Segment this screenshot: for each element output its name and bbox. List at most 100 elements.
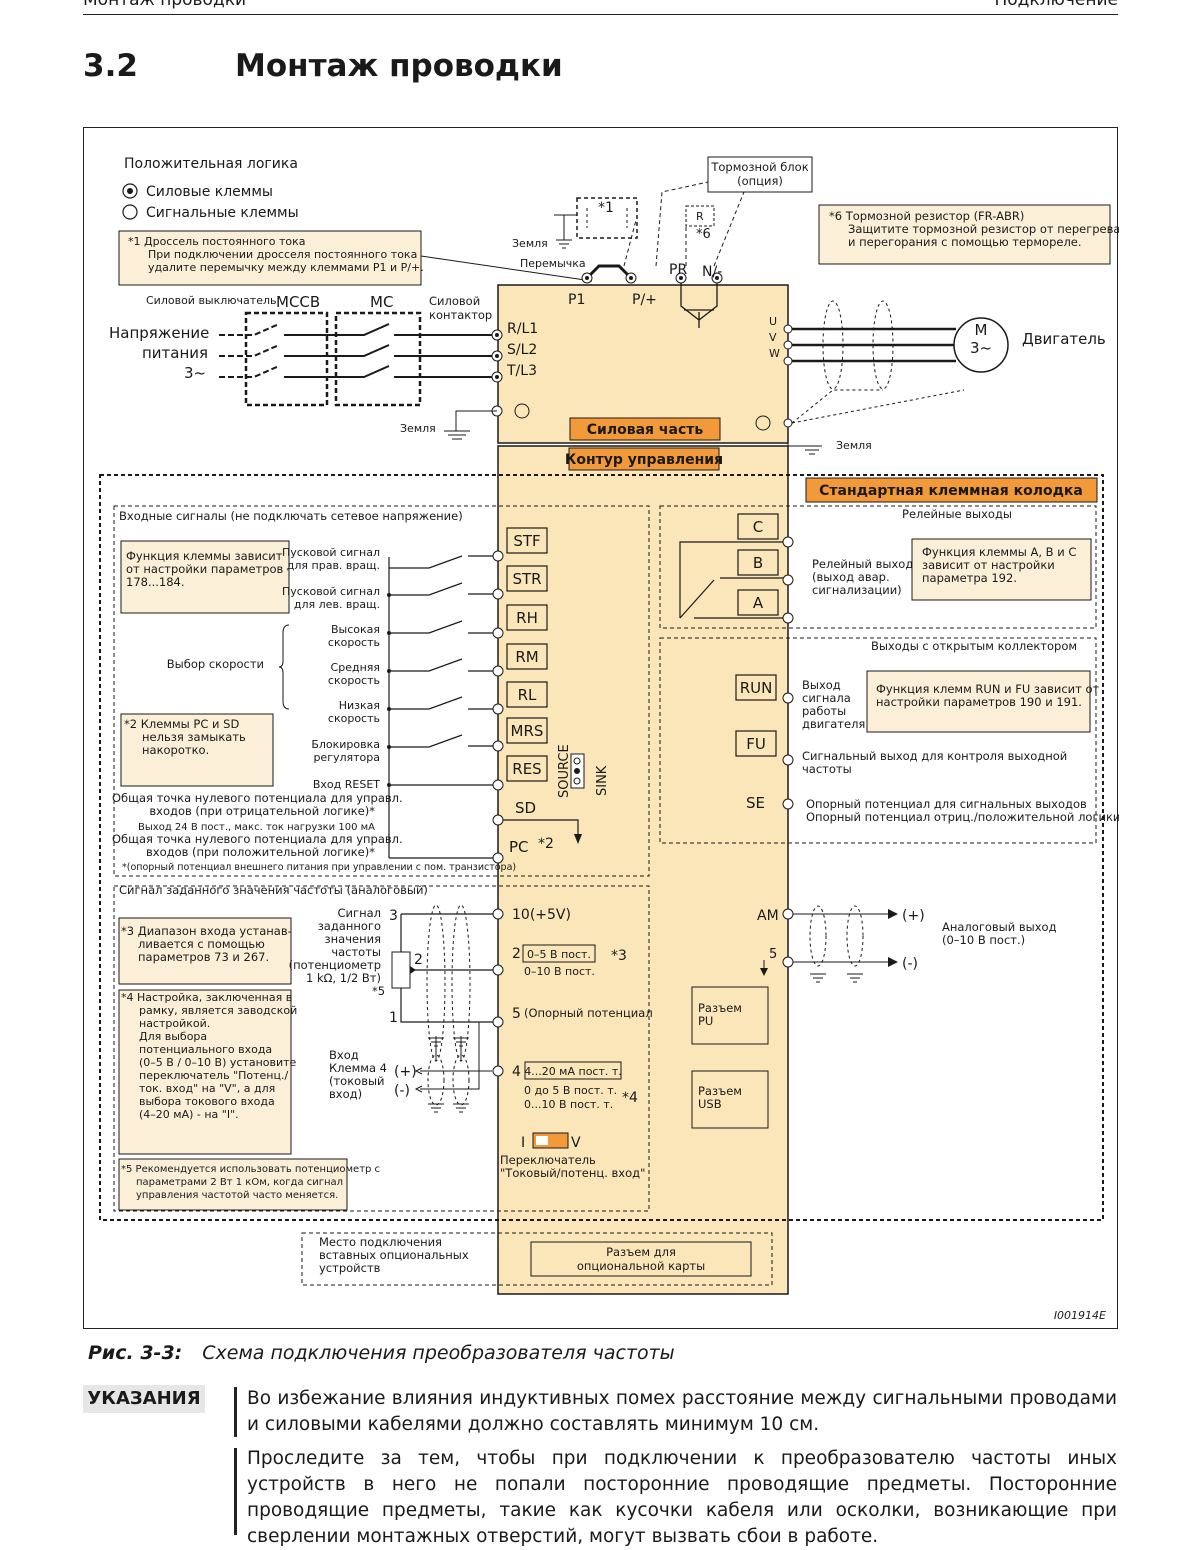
star5-label: *5: [372, 984, 385, 998]
setpoint-line5: (потенциометр: [289, 958, 381, 972]
start-fwd-line2: для прав. вращ.: [287, 559, 380, 572]
note1-line1: *1 Дроссель постоянного тока: [128, 235, 306, 248]
note4-line6: (0–5 В / 0–10 В) установите: [139, 1056, 297, 1069]
in4-line1: Вход: [329, 1048, 359, 1062]
block-line2: регулятора: [313, 751, 380, 764]
note1-line2: При подключении дросселя постоянного ток…: [148, 248, 417, 261]
run-out-line4: двигателя: [802, 717, 865, 731]
note-bar-2: [234, 1448, 237, 1535]
supply-line3: 3~: [184, 364, 206, 382]
setpoint-line3: значения: [325, 932, 381, 946]
low-line1: Низкая: [339, 699, 380, 712]
common-neg-line1: Общая точка нулевого потенциала для упра…: [112, 791, 403, 805]
note-2: Проследите за тем, чтобы при подключении…: [247, 1448, 1117, 1547]
note1-line3: удалите перемычку между клеммами P1 и P/…: [148, 261, 424, 274]
terminal-rm: RM: [515, 648, 538, 666]
star1-label: *1: [598, 200, 614, 216]
mid-line2: скорость: [328, 674, 380, 687]
legend-signal: Сигнальные клеммы: [146, 205, 299, 221]
common-neg-line2: входов (при отрицательной логике)*: [149, 804, 375, 818]
tl3-label: T/L3: [506, 363, 537, 379]
star2-label: *2: [538, 836, 554, 852]
relay-out-line2: (выход авар.: [812, 570, 890, 584]
section-title: Монтаж проводки: [235, 48, 563, 84]
note4-line9: выбора токового входа: [139, 1095, 275, 1108]
legend-power: Силовые клеммы: [146, 184, 273, 200]
opt-card-line2: опциональной карты: [577, 1259, 705, 1273]
earth-left-label: Земля: [400, 422, 436, 435]
setpoint-line6: 1 kΩ, 1/2 Вт): [306, 971, 381, 985]
header-right: Подключение: [994, 0, 1118, 10]
out24-label: Выход 24 В пост., макс. ток нагрузки 100…: [138, 822, 375, 833]
opt-card-line1: Разъем для: [606, 1245, 676, 1259]
note-1: Во избежание влияния индуктивных помех р…: [247, 1388, 1117, 1435]
switch-line1: Переключатель: [500, 1153, 596, 1167]
range-0to5: 0 до 5 В пост. т.: [524, 1084, 617, 1097]
note3-line2: ливается с помощью: [138, 937, 265, 951]
terminal-4: 4: [512, 1064, 521, 1080]
note4-line3: настройкой.: [139, 1017, 210, 1030]
run-out-line2: сигнала: [802, 691, 851, 705]
notes-tag: УКАЗАНИЯ: [83, 1385, 205, 1413]
terminal-res: RES: [512, 760, 541, 778]
terminal-pc: PC: [509, 838, 529, 856]
note-bar-1: [234, 1387, 237, 1437]
sink-label: SINK: [595, 765, 610, 796]
sl2-label: S/L2: [507, 342, 537, 358]
run-out-line3: работы: [802, 704, 846, 718]
common-pos-line2: входов (при положительной логике)*: [146, 845, 375, 859]
u-label: U: [769, 315, 777, 328]
terminal-b: B: [753, 554, 763, 572]
mid-line1: Средняя: [331, 661, 380, 674]
terminal-str: STR: [512, 570, 541, 588]
high-line1: Высокая: [331, 623, 380, 636]
analog-title: Сигнал заданного значения частоты (анало…: [119, 883, 428, 897]
terminal-a: A: [753, 594, 764, 612]
figure-caption: Рис. 3-3:Схема подключения преобразовате…: [88, 1342, 675, 1364]
start-rev-line1: Пусковой сигнал: [282, 585, 380, 598]
mccb-label: MCCB: [276, 293, 320, 311]
low-line2: скорость: [328, 712, 380, 725]
fu-out-line1: Сигнальный выход для контроля выходной: [802, 749, 1067, 763]
terminal-rh: RH: [516, 609, 538, 627]
note6-line1: *6 Тормозной резистор (FR-ABR): [829, 209, 1024, 223]
pin3-label: 3: [389, 908, 398, 924]
in4-line2: Клемма 4: [329, 1061, 387, 1075]
relay-note-line2: зависит от настройки: [922, 558, 1055, 572]
header-left: Монтаж проводки: [83, 0, 247, 10]
ext-power-note: *(опорный потенциал внешнего питания при…: [122, 862, 516, 873]
func-note-line2: от настройки параметров: [126, 562, 284, 576]
plus-label-in: (+): [394, 1064, 417, 1080]
ref-potential-label: (Опорный потенциал: [524, 1006, 653, 1020]
in4-line3: (токовый: [329, 1074, 385, 1088]
terminal-stf: STF: [513, 532, 540, 550]
power-section-panel: [497, 284, 789, 444]
std-block-tag: [805, 477, 1098, 503]
se-out-line2: Опорный потенциал отриц./положительной л…: [806, 810, 1119, 824]
note5-line1: *5 Рекомендуется использовать потенциоме…: [121, 1164, 380, 1175]
note6-line3: и перегорания с помощью термореле.: [848, 235, 1082, 249]
am-minus: (-): [902, 956, 918, 972]
setpoint-line1: Сигнал: [338, 906, 381, 920]
terminal-am: AM: [757, 908, 779, 924]
pplus-label: P/+: [632, 292, 657, 308]
terminal-2: 2: [512, 946, 521, 962]
control-circuit-label: Контур управления: [565, 452, 723, 468]
range-0to10: 0...10 В пост. т.: [524, 1098, 613, 1111]
range-0-5: 0–5 В пост.: [527, 948, 591, 961]
setpoint-line4: частоты: [331, 945, 381, 959]
pin2-label: 2: [414, 952, 423, 968]
note4-line5: потенциального входа: [139, 1043, 272, 1056]
pu-line1: Разъем: [698, 1001, 742, 1015]
jumper-label: Перемычка: [520, 257, 586, 270]
running-header: Монтаж проводки Подключение: [83, 0, 1118, 15]
motor-m: M: [975, 321, 988, 339]
figure-id: I001914E: [1054, 1309, 1106, 1322]
run-note-line1: Функция клемм RUN и FU зависит от: [876, 682, 1100, 696]
minus-label-in: (-): [394, 1083, 410, 1099]
run-note-line2: настройки параметров 190 и 191.: [876, 695, 1082, 709]
contactor-line1: Силовой: [429, 294, 480, 308]
func-note-line1: Функция клеммы зависит: [126, 549, 283, 563]
opt-place-line1: Место подключения: [319, 1235, 442, 1249]
brake-unit-line2: (опция): [737, 174, 783, 188]
